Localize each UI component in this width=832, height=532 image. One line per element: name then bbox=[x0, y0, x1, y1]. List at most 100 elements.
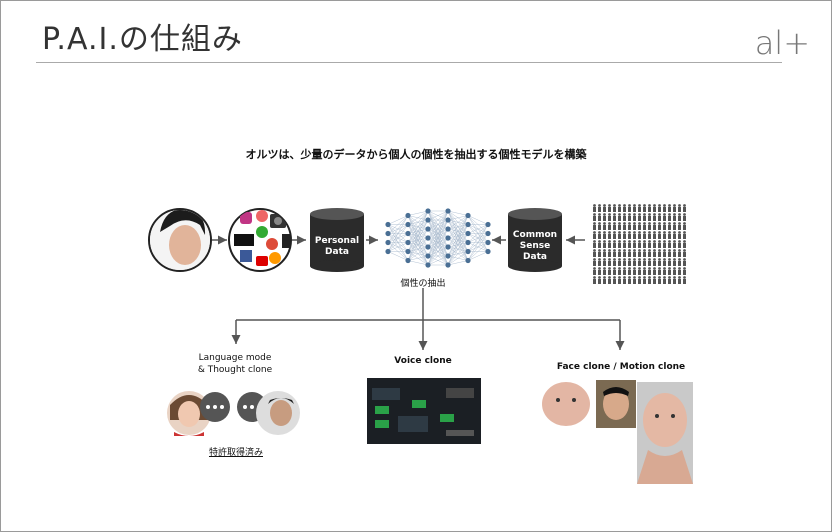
crowd-person-head bbox=[603, 267, 606, 270]
crowd-person-body bbox=[623, 225, 626, 230]
crowd-person-body bbox=[623, 270, 626, 275]
crowd-person-head bbox=[673, 258, 676, 261]
crowd-person-head bbox=[603, 240, 606, 243]
crowd-person-head bbox=[618, 276, 621, 279]
crowd-person-head bbox=[658, 249, 661, 252]
crowd-person-head bbox=[678, 231, 681, 234]
crowd-person-head bbox=[623, 240, 626, 243]
crowd-person-head bbox=[613, 213, 616, 216]
crowd-person-head bbox=[683, 222, 686, 225]
crowd-person-body bbox=[593, 216, 596, 221]
nn-edge bbox=[407, 255, 429, 261]
nn-edge bbox=[387, 251, 409, 261]
crowd-person-head bbox=[628, 267, 631, 270]
nn-node bbox=[445, 262, 451, 268]
crowd-person-head bbox=[613, 267, 616, 270]
crowd-person-body bbox=[623, 279, 626, 284]
nn-node bbox=[465, 230, 471, 237]
crowd-person-head bbox=[608, 258, 611, 261]
nn-node bbox=[445, 235, 451, 241]
face-clone-label: Face clone / Motion clone bbox=[556, 362, 686, 372]
crowd-person-body bbox=[668, 243, 671, 248]
crowd-person-body bbox=[618, 279, 621, 284]
crowd-person-body bbox=[683, 216, 686, 221]
crowd-person-head bbox=[668, 249, 671, 252]
crowd-person-head bbox=[683, 204, 686, 207]
nn-node bbox=[425, 208, 431, 214]
nn-edge bbox=[407, 228, 429, 261]
crowd-person-head bbox=[603, 249, 606, 252]
crowd-person-head bbox=[663, 231, 666, 234]
language-clone-visual bbox=[167, 391, 300, 436]
crowd-person-head bbox=[623, 276, 626, 279]
nn-edge bbox=[447, 215, 469, 257]
nn-edge bbox=[447, 215, 469, 248]
crowd-person-body bbox=[663, 252, 666, 257]
nn-node bbox=[445, 226, 451, 232]
nn-node bbox=[425, 244, 431, 250]
crowd-person-body bbox=[608, 270, 611, 275]
crowd-person-body bbox=[613, 270, 616, 275]
crowd-person-head bbox=[598, 249, 601, 252]
crowd-person-head bbox=[608, 222, 611, 225]
crowd-person-head bbox=[593, 213, 596, 216]
nn-node bbox=[405, 239, 411, 246]
crowd-person-head bbox=[678, 276, 681, 279]
nn-edge bbox=[447, 251, 469, 266]
crowd-person-head bbox=[648, 222, 651, 225]
crowd-person-head bbox=[628, 213, 631, 216]
nn-node bbox=[425, 217, 431, 223]
crowd-person-head bbox=[653, 222, 656, 225]
nn-label: 個性の抽出 bbox=[400, 279, 446, 289]
crowd-person-head bbox=[643, 222, 646, 225]
nn-node bbox=[385, 248, 391, 255]
crowd-person-head bbox=[683, 240, 686, 243]
crowd-person-body bbox=[598, 216, 601, 221]
crowd-person-body bbox=[623, 252, 626, 257]
crowd-person-body bbox=[623, 234, 626, 239]
crowd-person-body bbox=[593, 234, 596, 239]
nn-edge bbox=[427, 210, 449, 230]
crowd-person-body bbox=[623, 216, 626, 221]
crowd-person-body bbox=[633, 216, 636, 221]
crowd-person-body bbox=[678, 234, 681, 239]
crowd-person-body bbox=[648, 261, 651, 266]
crowd-person-body bbox=[598, 279, 601, 284]
nn-edge bbox=[427, 210, 449, 266]
crowd-person-body bbox=[608, 279, 611, 284]
crowd-person-body bbox=[613, 261, 616, 266]
slide-caption: オルツは、少量のデータから個人の個性を抽出する個性モデルを構築 bbox=[245, 148, 587, 161]
crowd-person-body bbox=[618, 207, 621, 212]
crowd-person-body bbox=[658, 252, 661, 257]
person-avatar bbox=[148, 208, 212, 272]
nn-edge bbox=[447, 233, 469, 266]
crowd-person-body bbox=[618, 216, 621, 221]
crowd-person-body bbox=[668, 261, 671, 266]
crowd-person-body bbox=[618, 234, 621, 239]
crowd-person-head bbox=[668, 240, 671, 243]
crowd-person-head bbox=[623, 258, 626, 261]
crowd-person-body bbox=[608, 216, 611, 221]
common-sense-line3: Data bbox=[523, 252, 547, 262]
crowd-person-body bbox=[653, 207, 656, 212]
crowd-person-body bbox=[613, 225, 616, 230]
crowd-person-head bbox=[598, 267, 601, 270]
crowd-person-body bbox=[618, 270, 621, 275]
crowd-person-body bbox=[638, 270, 641, 275]
crowd-person-body bbox=[678, 261, 681, 266]
crowd-person-head bbox=[648, 213, 651, 216]
crowd-person-body bbox=[683, 234, 686, 239]
crowd-person-head bbox=[643, 240, 646, 243]
crowd-person-head bbox=[628, 276, 631, 279]
crowd-person-head bbox=[673, 276, 676, 279]
nn-node bbox=[405, 257, 411, 264]
crowd-person-body bbox=[618, 243, 621, 248]
crowd-person-body bbox=[598, 270, 601, 275]
crowd-person-head bbox=[658, 231, 661, 234]
nn-node bbox=[465, 212, 471, 219]
crowd-person-body bbox=[618, 261, 621, 266]
crowd-person-head bbox=[608, 204, 611, 207]
crowd-person-head bbox=[638, 276, 641, 279]
crowd-person-body bbox=[628, 216, 631, 221]
alt-logo: al+ bbox=[754, 24, 810, 62]
